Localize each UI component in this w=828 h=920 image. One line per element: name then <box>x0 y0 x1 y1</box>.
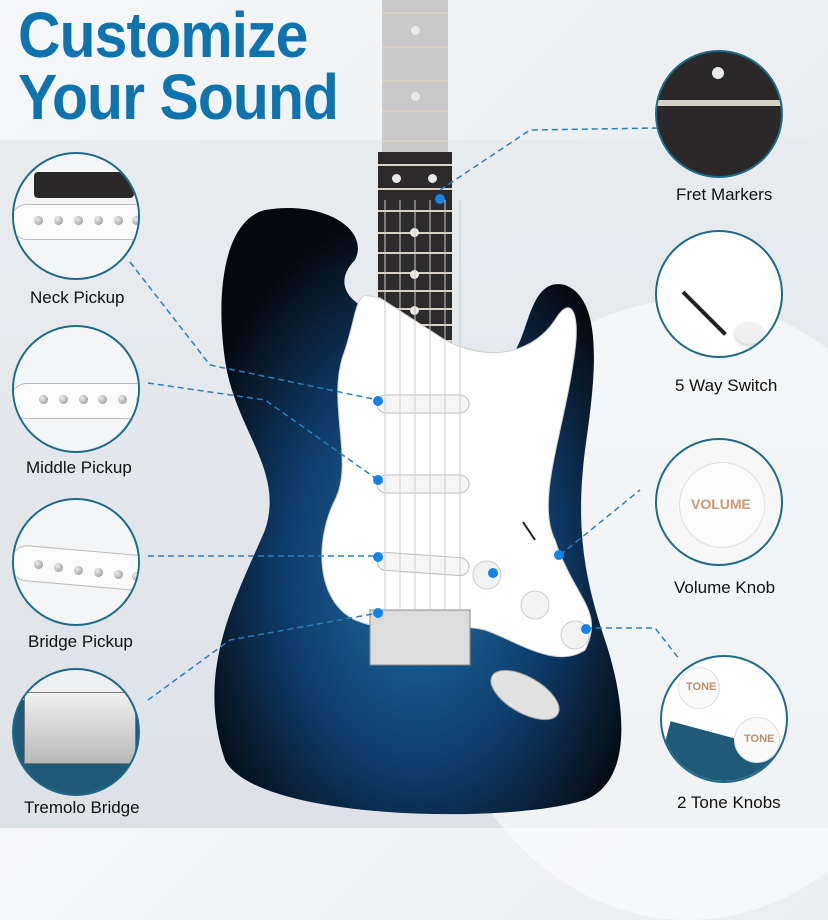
volume-knob-text: VOLUME <box>691 496 751 512</box>
guitar-neck-faded <box>382 0 448 165</box>
bridge-pickup-label: Bridge Pickup <box>28 632 133 651</box>
callout-dot-tone-knob <box>581 624 591 634</box>
tone-knobs-closeup: TONE TONE <box>660 655 788 783</box>
page-title: Customize Your Sound <box>18 0 339 133</box>
callout-dot-volume-knob <box>488 568 498 578</box>
tone-knobs-label: 2 Tone Knobs <box>677 793 781 812</box>
callout-dot-tremolo-bridge <box>373 608 383 618</box>
callout-dot-fret-markers <box>435 194 445 204</box>
volume-knob-label: Volume Knob <box>674 578 776 597</box>
volume-knob-closeup: VOLUME <box>655 438 783 566</box>
5-way-switch-label: 5 Way Switch <box>675 376 778 395</box>
fret-markers-closeup <box>655 50 783 178</box>
neck-pickup-closeup <box>12 152 140 280</box>
guitar-body <box>214 200 622 815</box>
fret-markers-label: Fret Markers <box>676 185 773 204</box>
callout-dot-neck-pickup <box>373 396 383 406</box>
callout-dot-5-way-switch <box>554 550 564 560</box>
callout-dot-bridge-pickup <box>373 552 383 562</box>
tremolo-bridge-closeup <box>12 668 140 796</box>
tone-knob-text-1: TONE <box>686 681 717 693</box>
callout-lines <box>129 127 681 701</box>
callout-dot-middle-pickup <box>373 475 383 485</box>
title-line-2: Your Sound <box>18 61 339 133</box>
middle-pickup-closeup <box>12 325 140 453</box>
bridge-pickup-closeup <box>12 498 140 626</box>
5-way-switch-closeup <box>655 230 783 358</box>
title-line-1: Customize <box>18 0 308 71</box>
tremolo-bridge-label: Tremolo Bridge <box>24 798 140 817</box>
middle-pickup-label: Middle Pickup <box>26 458 132 477</box>
neck-pickup-label: Neck Pickup <box>30 288 125 307</box>
tone-knob-text-2: TONE <box>744 733 775 745</box>
